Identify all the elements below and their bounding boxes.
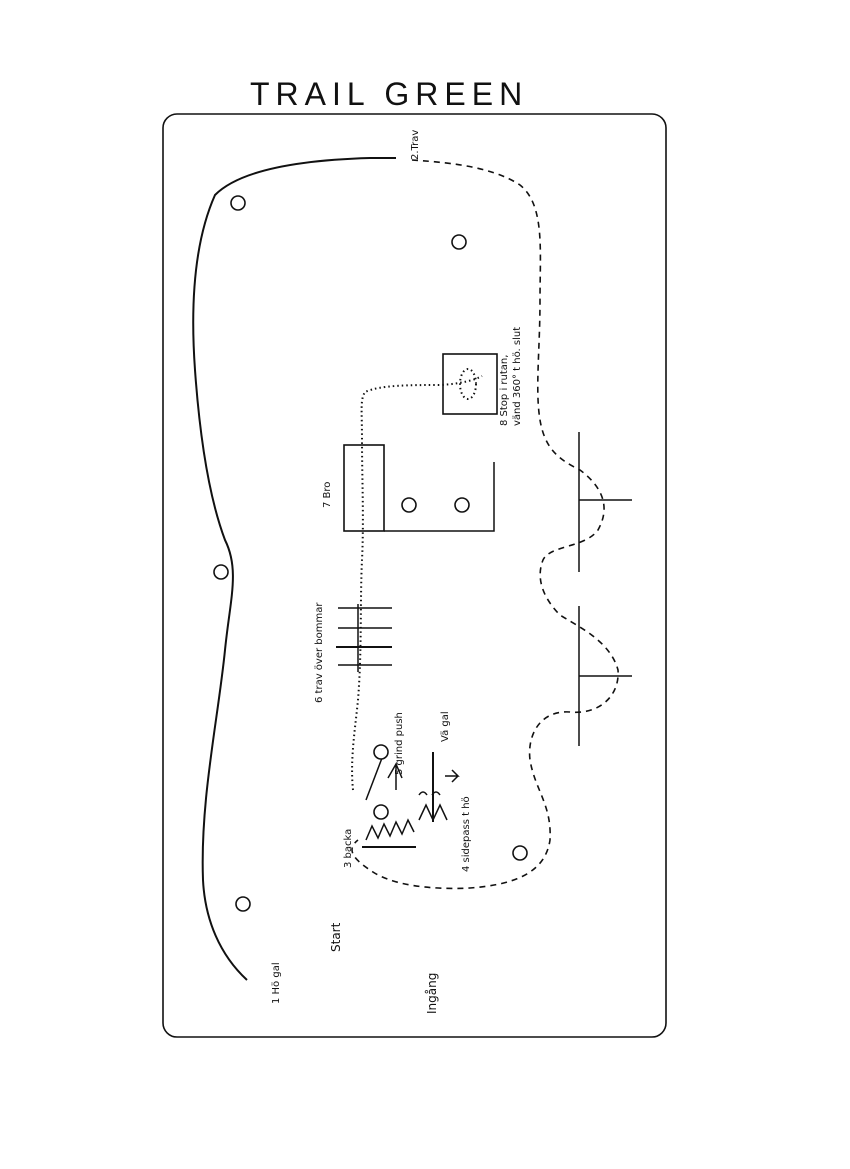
gate-line <box>365 757 383 801</box>
cone-icon <box>373 744 389 760</box>
label-bommar-6: 6 trav över bommar <box>314 602 325 703</box>
bridge <box>343 444 385 532</box>
label-ho-gal-1: 1 Hö gal <box>271 962 282 1004</box>
label-stop-8-line1: 8 Stop i rutan, <box>499 355 510 426</box>
label-backa-3: 3 backa <box>343 829 354 868</box>
cone-icon <box>230 195 246 211</box>
label-grind-5: 5 grind push <box>394 712 405 775</box>
cone-icon <box>373 804 389 820</box>
back-up-zigzag <box>365 818 415 841</box>
cone-icon <box>454 497 470 513</box>
cone-icon <box>451 234 467 250</box>
cone-icon <box>401 497 417 513</box>
label-bro-7: 7 Bro <box>322 482 333 508</box>
direction-arrow-icon <box>445 769 460 783</box>
label-va-gal: Vä gal <box>440 711 451 742</box>
turn-360-marker <box>459 368 477 400</box>
bridge-pen <box>384 462 495 532</box>
label-stop-8-line2: vänd 360° t hö. slut <box>512 327 523 426</box>
cone-icon <box>213 564 229 580</box>
sidepass-hoops <box>418 791 441 796</box>
trot-path <box>351 159 619 890</box>
arena-border <box>162 113 667 1038</box>
label-ingang: Ingång <box>425 973 439 1014</box>
walk-path <box>351 375 483 791</box>
canter-right-path <box>192 157 396 981</box>
stop-box <box>442 353 498 415</box>
label-sidepass-4: 4 sidepass t hö <box>461 796 472 872</box>
cone-icon <box>512 845 528 861</box>
page-title: TRAIL GREEN <box>250 76 529 112</box>
cone-icon <box>235 896 251 912</box>
gate-bars <box>578 432 632 746</box>
sidepass-zigzag <box>418 803 448 822</box>
label-start: Start <box>329 922 343 952</box>
label-trav-2: 2.Trav <box>410 130 421 160</box>
ground-poles <box>336 604 392 672</box>
direction-arrow-icon <box>387 762 403 790</box>
